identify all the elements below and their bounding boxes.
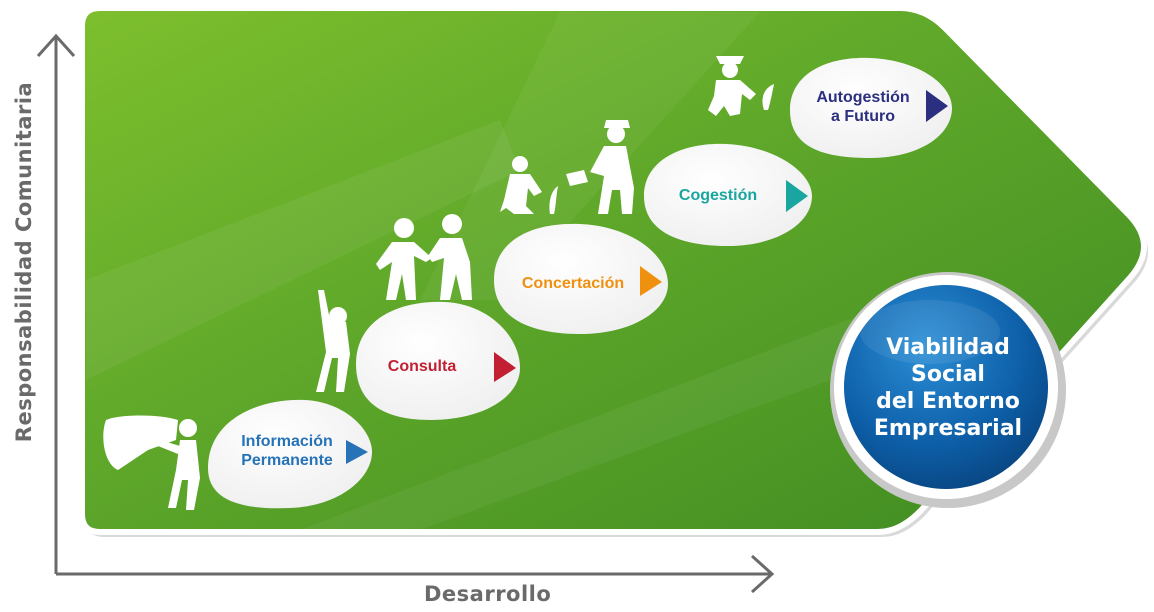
stage-informacion <box>103 399 372 510</box>
speaker-icon <box>103 415 200 510</box>
y-axis <box>36 33 76 574</box>
stage-label-consulta: Consulta <box>387 358 457 375</box>
arrow-marker-3 <box>640 266 662 296</box>
stage-consulta <box>316 290 520 420</box>
stage-label-cogestion: Cogestión <box>678 187 758 204</box>
y-axis-title: Responsabilidad Comunitaria <box>12 81 36 443</box>
arrow-marker-2 <box>494 352 516 382</box>
stage-autogestion <box>708 56 952 158</box>
x-axis <box>56 554 775 594</box>
goal-circle <box>830 272 1066 508</box>
stage-cogestion <box>500 120 812 246</box>
raised-hand-person-icon <box>316 290 350 392</box>
arrow-marker-4 <box>786 180 808 212</box>
stage-concertacion <box>376 214 668 334</box>
arrow-marker-1 <box>346 440 368 464</box>
watering-plant-icon <box>500 120 634 214</box>
arrow-marker-5 <box>926 90 948 122</box>
x-axis-title: Desarrollo <box>424 582 552 606</box>
stage-label-concertacion: Concertación <box>521 275 625 292</box>
handshake-icon <box>376 214 472 300</box>
planting-person-icon <box>708 56 774 116</box>
goal-label: Viabilidad Social del Entorno Empresaria… <box>873 335 1023 441</box>
